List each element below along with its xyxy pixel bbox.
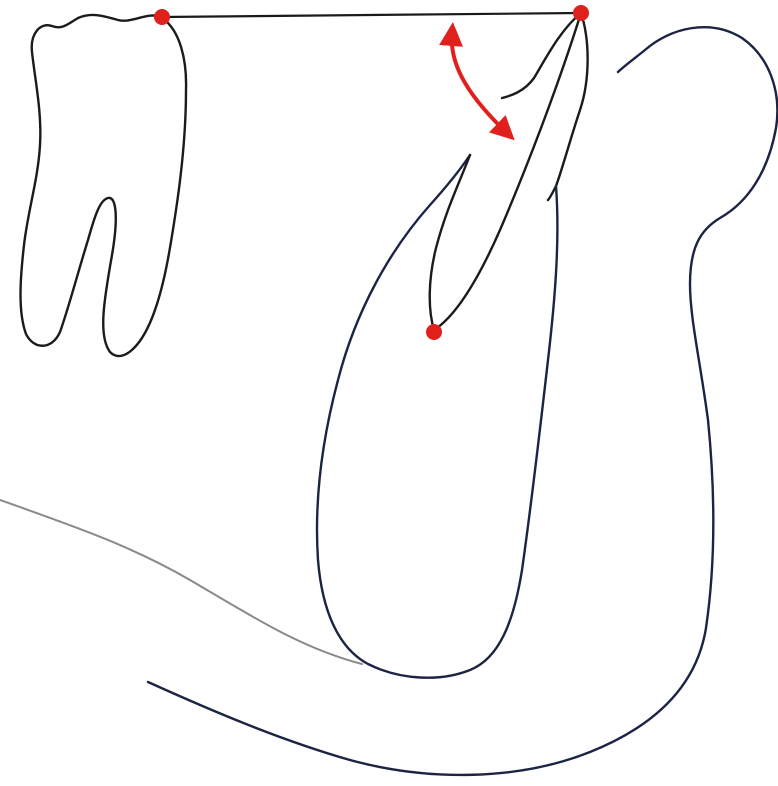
lower-incisor-crown (502, 13, 581, 98)
landmark-point-lower-incisor-tip (573, 5, 589, 21)
landmark-point-lower-incisor-apex (426, 324, 442, 340)
landmark-point-upper-incisor (154, 9, 170, 25)
upper-reference-line (162, 13, 581, 17)
lower-incisor-root (430, 13, 581, 330)
lower-alveolar-outline (317, 155, 557, 678)
lower-incisor-outline (548, 13, 588, 200)
chin-soft-tissue-outline (0, 500, 362, 664)
rotation-arrow (452, 34, 506, 132)
mandible-outline (148, 27, 777, 775)
upper-incisor-outline (21, 15, 187, 356)
